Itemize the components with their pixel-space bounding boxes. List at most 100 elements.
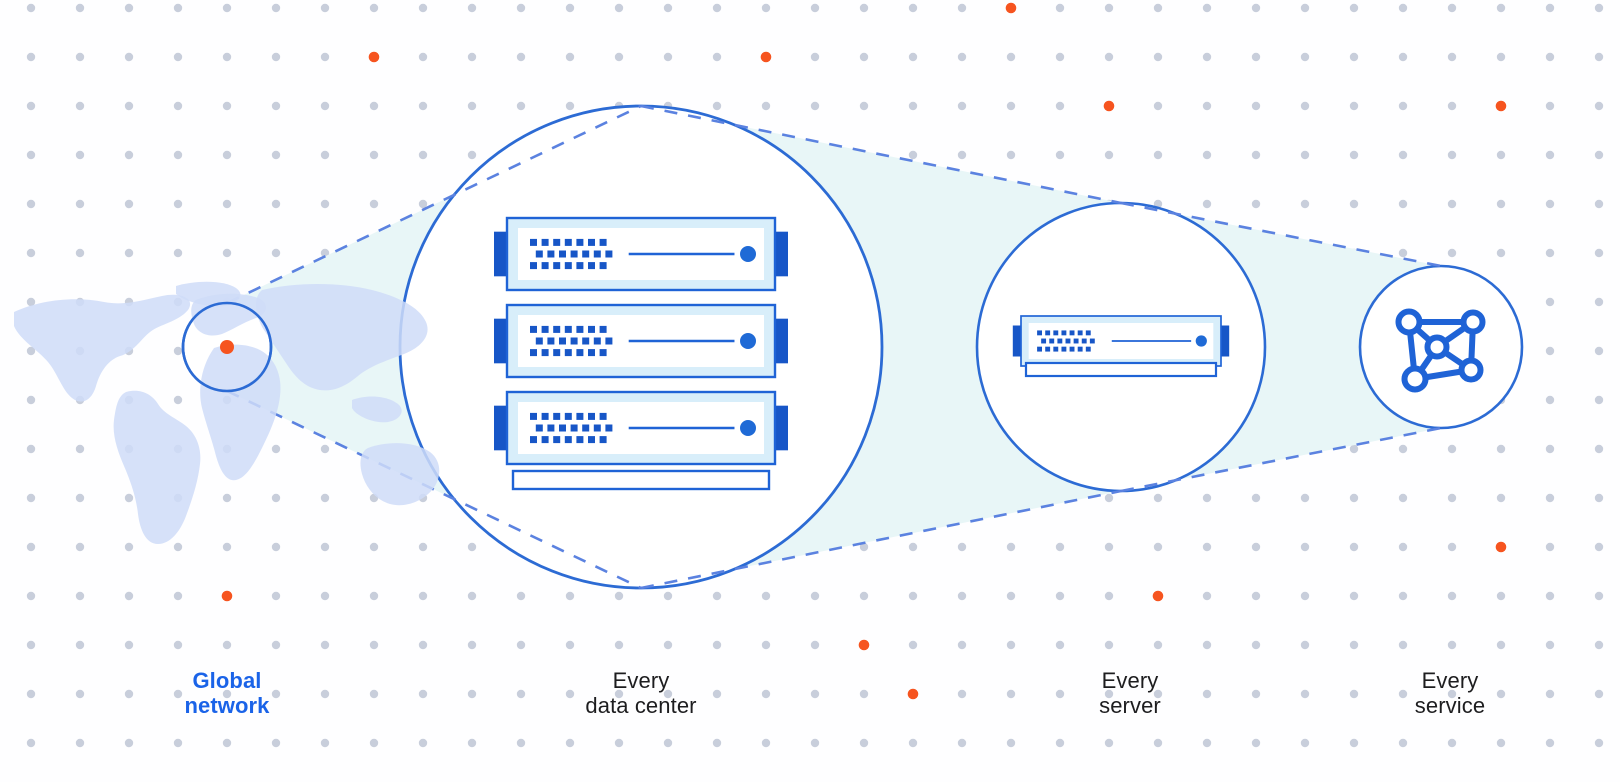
grid-dot: [75, 591, 85, 601]
grid-dot: [124, 101, 134, 111]
grid-dot: [124, 640, 134, 650]
grid-dot: [1153, 689, 1163, 699]
grid-dot: [1349, 542, 1359, 552]
grid-dot: [1398, 248, 1408, 258]
single-server: [1012, 315, 1230, 367]
grid-dot: [1447, 52, 1457, 62]
grid-dot: [1104, 591, 1114, 601]
grid-dot: [75, 738, 85, 748]
rack-unit-2-port-dot: [599, 412, 607, 420]
rack-unit-1-port-dot: [547, 337, 555, 345]
grid-dot: [1153, 150, 1163, 160]
grid-dot: [26, 444, 36, 454]
grid-dot: [369, 591, 379, 601]
grid-dot: [124, 689, 134, 699]
grid-dot: [810, 101, 820, 111]
grid-dot: [1153, 640, 1163, 650]
grid-dot: [1398, 52, 1408, 62]
grid-dot: [26, 52, 36, 62]
grid-dot-accent: [1152, 590, 1164, 602]
grid-dot: [859, 591, 869, 601]
single-server-port-dot: [1073, 338, 1079, 344]
single-server-port-dot: [1045, 330, 1051, 336]
grid-dot: [1006, 738, 1016, 748]
grid-dot: [369, 542, 379, 552]
grid-dot: [1055, 640, 1065, 650]
grid-dot: [467, 591, 477, 601]
grid-dot: [271, 542, 281, 552]
grid-dot: [516, 3, 526, 13]
rack-unit-0-port-dot: [559, 250, 566, 258]
grid-dot: [26, 395, 36, 405]
grid-dot: [1545, 591, 1555, 601]
grid-dot: [467, 52, 477, 62]
world-map-landmass-4: [200, 344, 281, 481]
grid-dot: [222, 738, 232, 748]
grid-dot: [1594, 395, 1604, 405]
world-map: [14, 281, 440, 544]
grid-dot: [1202, 101, 1212, 111]
grid-dot: [1153, 493, 1163, 503]
grid-dot: [1104, 150, 1114, 160]
single-server-port-dot: [1037, 330, 1042, 336]
single-server-port-dot: [1065, 338, 1071, 344]
grid-dot: [1349, 640, 1359, 650]
grid-dot: [75, 3, 85, 13]
single-server-port-dot: [1053, 330, 1059, 336]
grid-dot: [271, 101, 281, 111]
grid-dot: [1055, 150, 1065, 160]
grid-dot: [1202, 640, 1212, 650]
grid-dot: [222, 150, 232, 160]
network-graph-node-bottom-left: [1401, 365, 1429, 393]
grid-dot: [124, 150, 134, 160]
grid-dot: [320, 689, 330, 699]
grid-dot: [908, 738, 918, 748]
grid-dot: [1398, 101, 1408, 111]
grid-dot: [1055, 738, 1065, 748]
grid-dot: [320, 591, 330, 601]
grid-dot: [222, 493, 232, 503]
grid-dot: [26, 297, 36, 307]
grid-dot: [271, 591, 281, 601]
rack-unit-2-port-dot: [541, 412, 549, 420]
grid-dot: [516, 640, 526, 650]
single-server-port-dot: [1037, 346, 1042, 352]
grid-dot: [173, 346, 183, 356]
rack-unit-2-port-dot: [559, 424, 566, 432]
grid-dot: [1006, 591, 1016, 601]
grid-dot: [1447, 640, 1457, 650]
grid-dot: [1202, 52, 1212, 62]
grid-dot: [1349, 591, 1359, 601]
grid-dot: [173, 150, 183, 160]
grid-dot: [124, 493, 134, 503]
rack-unit-0-port-dot: [599, 262, 607, 270]
network-graph-node-top-right: [1460, 309, 1486, 335]
grid-dot: [1006, 52, 1016, 62]
grid-dot: [75, 150, 85, 160]
grid-dot: [1398, 640, 1408, 650]
grid-dot: [1153, 52, 1163, 62]
grid-dot: [222, 3, 232, 13]
grid-dot: [1006, 640, 1016, 650]
grid-dot: [271, 493, 281, 503]
grid-dot: [1153, 101, 1163, 111]
grid-dot: [1545, 738, 1555, 748]
grid-dot: [614, 689, 624, 699]
grid-dot: [516, 591, 526, 601]
grid-dot: [418, 640, 428, 650]
grid-dot: [467, 738, 477, 748]
grid-dot: [124, 738, 134, 748]
single-server-port-dot: [1077, 346, 1083, 352]
funnel-dashed-line-2-0: [1120, 426, 1442, 493]
grid-dot: [1055, 3, 1065, 13]
grid-dot: [1349, 444, 1359, 454]
grid-dot: [1055, 542, 1065, 552]
grid-dot-accent: [1005, 2, 1017, 14]
grid-dot: [369, 738, 379, 748]
grid-dot: [1300, 542, 1310, 552]
rack-unit-1-port-dot: [582, 337, 590, 345]
world-map-landmass-3: [191, 293, 267, 336]
grid-dot: [1496, 493, 1506, 503]
grid-dot: [1398, 591, 1408, 601]
grid-dot: [663, 689, 673, 699]
